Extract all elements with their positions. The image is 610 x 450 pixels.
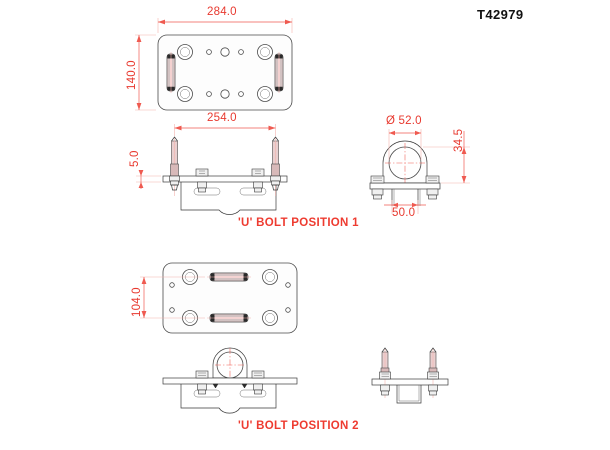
- side-elevation-clamp-1: [369, 140, 441, 206]
- u-bolt-slot-right: [274, 52, 284, 93]
- dimension-140: [135, 34, 156, 111]
- u-bolt2-stud-left: [379, 347, 409, 404]
- u-bolt-stud-right: [270, 136, 281, 196]
- u-bolt-slot-bottom: [207, 313, 251, 323]
- dimension-104: [140, 276, 205, 319]
- caption-u-bolt-position-2: 'U' BOLT POSITION 2: [238, 420, 359, 432]
- caption-u-bolt-position-1: 'U' BOLT POSITION 1: [238, 217, 359, 229]
- dimension-label-254: 254.0: [207, 112, 237, 124]
- dimension-284: [157, 18, 293, 33]
- u-bolt-slot-top: [207, 272, 251, 282]
- u-bolt-slot-left: [166, 52, 176, 93]
- plan-view-plate-1: [157, 34, 293, 111]
- clamp-nut-right: [425, 175, 440, 200]
- dimension-dia52: [388, 129, 422, 160]
- plate2-nut-left: [195, 370, 209, 395]
- plate-nut-right: [251, 168, 265, 193]
- dimension-label-50: 50.0: [392, 207, 416, 219]
- dimension-5: [136, 170, 161, 189]
- dimension-50: [384, 200, 426, 214]
- clamp-nut-left: [370, 175, 385, 200]
- plan-view-plate-2: [162, 262, 298, 334]
- dimension-34-5: [423, 131, 470, 184]
- front-elevation-2: [162, 347, 298, 414]
- dimension-label-5: 5.0: [129, 150, 141, 167]
- plate2-nut-right: [251, 370, 265, 395]
- u-bolt2-stud-right: [409, 347, 439, 404]
- dimension-254: [174, 124, 276, 136]
- side-elevation-2: [371, 347, 449, 404]
- dimension-label-dia52: Ø 52.0: [386, 115, 422, 127]
- front-elevation-1: [162, 136, 288, 215]
- dimension-label-34-5: 34.5: [453, 128, 465, 152]
- plate-nut-left: [195, 168, 209, 193]
- part-number-label: T42979: [477, 7, 524, 22]
- dimension-label-140: 140.0: [126, 60, 138, 90]
- u-bolt-stud-left: [169, 136, 180, 196]
- dimension-label-104: 104.0: [131, 287, 143, 317]
- dimension-label-284: 284.0: [207, 6, 237, 18]
